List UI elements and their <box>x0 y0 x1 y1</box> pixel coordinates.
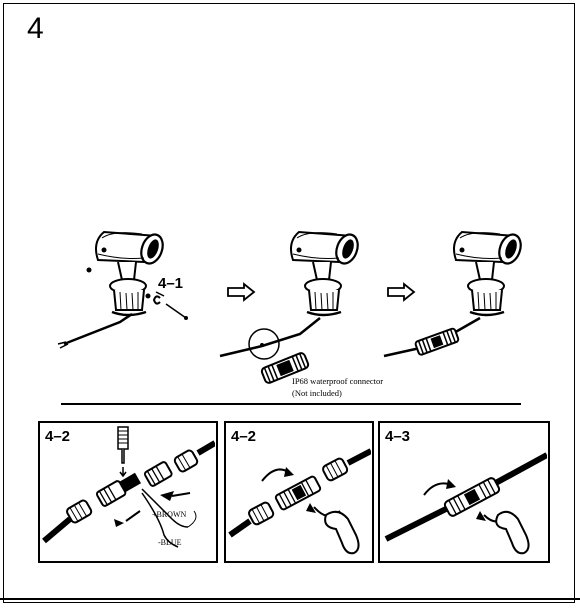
wire-label-blue: -BLUE <box>158 538 182 547</box>
spotlight-stage-2 <box>219 230 363 384</box>
panel-4-2-tighten: 4–2 <box>224 421 374 563</box>
label-4-1: 4–1 <box>158 275 184 292</box>
panel-label: 4–3 <box>385 428 411 445</box>
panel-4-3-final: 4–3 <box>378 421 550 563</box>
page-frame <box>3 3 575 603</box>
spotlight-stage-1 <box>57 230 188 349</box>
step-number: 4 <box>27 12 44 45</box>
panel-4-2-wiring: 4–2 <box>38 421 218 563</box>
wire-label-brown: +BROWN <box>152 510 187 519</box>
final-illustration <box>384 452 547 555</box>
section-divider <box>61 403 521 405</box>
connector-note-line1: IP68 waterproof connector <box>292 376 384 386</box>
tighten-illustration <box>228 448 371 555</box>
spotlight-stage-3 <box>383 230 526 358</box>
panel-label: 4–2 <box>231 428 257 445</box>
connector-note-line2: (Not included) <box>292 388 342 398</box>
page-bottom-band <box>0 598 580 610</box>
wiring-illustration <box>42 426 215 548</box>
arrow-right-icon <box>227 283 255 301</box>
arrow-right-icon <box>387 283 415 301</box>
panel-label: 4–2 <box>45 428 71 445</box>
